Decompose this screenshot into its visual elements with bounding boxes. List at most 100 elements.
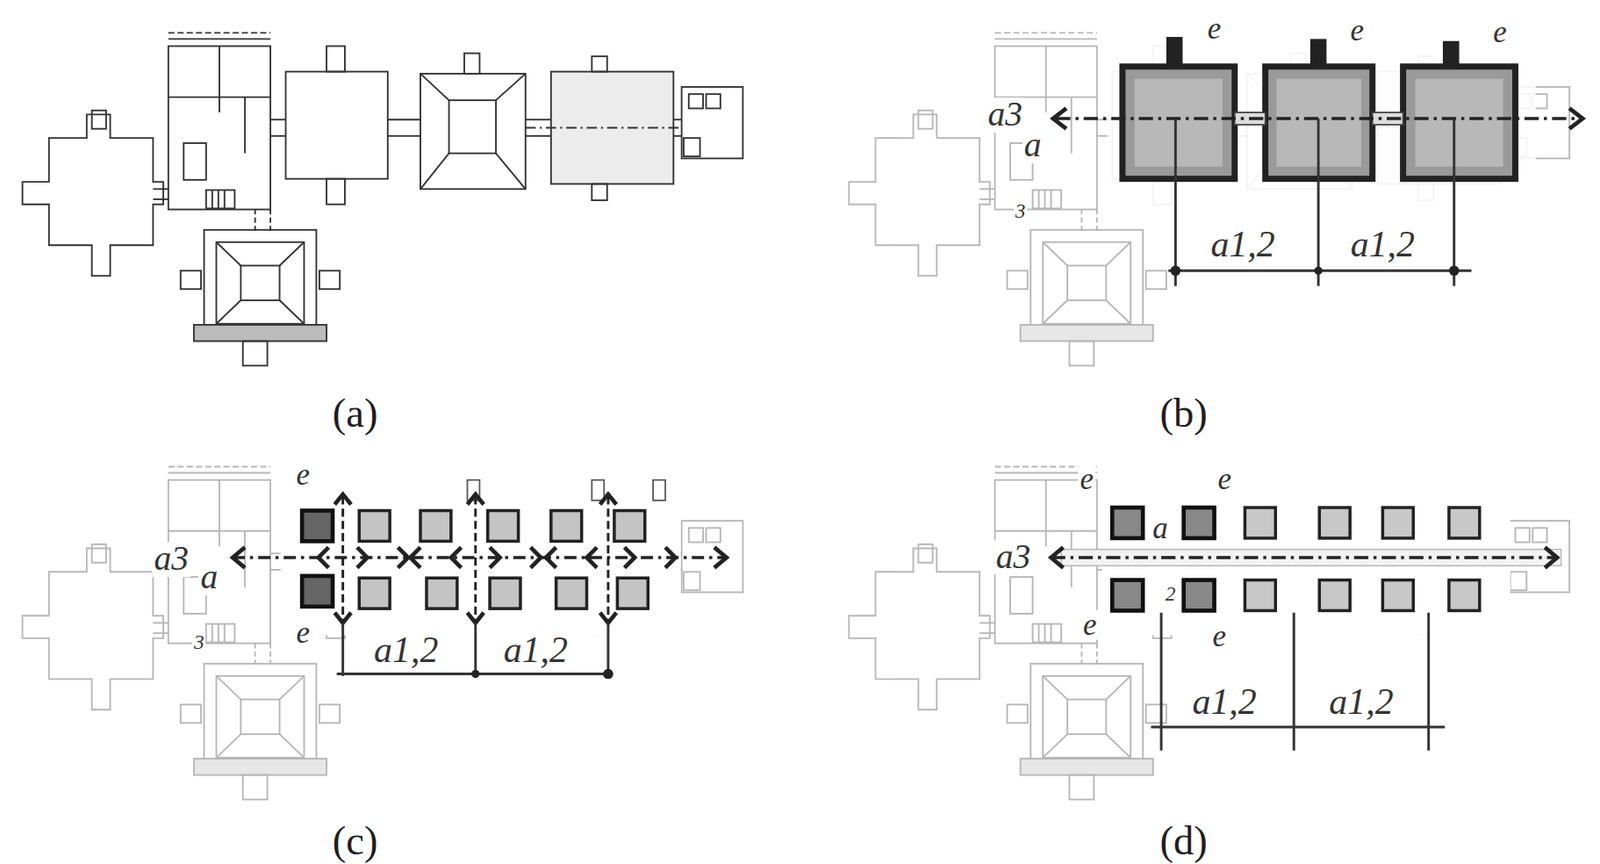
plan-line [473,495,477,621]
plan-a [22,32,744,366]
plan-rect [1319,507,1350,539]
plan-rect [1244,580,1276,611]
plan-polyline [489,546,501,567]
plan-rect [551,510,582,542]
plan-circle [602,668,614,680]
plan-polyline [1053,107,1067,129]
dimension-label: 3 [192,632,207,653]
overlay-d [1051,471,1562,750]
plan-line [1292,612,1296,751]
dimension-label: a1,2 [1348,226,1417,264]
dimension-label: a1,2 [1327,683,1395,721]
plan-g [466,480,666,501]
dimension-label: a1,2 [1191,683,1259,721]
plan-circle [1313,266,1322,275]
plan-g [1168,118,1471,287]
plan-polyline [318,546,330,567]
plan-rect [1310,38,1328,66]
plan-rect [1183,507,1215,539]
plan-line [1174,118,1177,287]
plan-rect [1382,580,1414,611]
dimension-label: e [1205,13,1223,44]
plan-line [1317,118,1321,287]
plan-circle [1449,265,1460,276]
plan-rect [420,510,452,542]
plan-b-faded [848,32,1570,366]
plan-polyline [397,546,409,567]
plan-rect [614,510,646,542]
dimension-label: a3 [985,98,1025,134]
dimension-label: e [1348,14,1366,46]
plan-polyline [1569,107,1583,129]
plan-line [1051,555,1558,559]
plan-rect [652,480,666,501]
dimension-label: e [1077,464,1095,496]
plan-polyline [357,546,368,567]
plan-line [341,622,345,675]
plan-polyline [409,546,421,567]
plan-line [1427,612,1430,751]
plan-circle [1170,265,1182,276]
plan-rect [1449,507,1480,539]
plan-line [606,495,610,621]
plan-c-faded [22,466,744,800]
plan-g [232,494,727,623]
plan-rect [556,577,588,609]
panel-label: (a) [330,393,381,435]
plan-rect [489,577,521,609]
plan-rect [1403,66,1516,180]
plan-rect [1112,507,1143,539]
plan-rect [487,510,519,542]
plan-polyline [665,546,676,567]
plan-line [473,622,477,675]
plan-polyline [1544,546,1557,567]
plan-rect [358,577,390,609]
dimension-label: 3 [1013,200,1028,222]
plan-polyline [232,546,245,567]
plan-rect [1106,41,1536,216]
plan-circle [471,669,480,678]
plan-rect [591,480,604,501]
plan-rect [1244,507,1276,539]
plan-rect [1166,36,1184,67]
overlay-b [1053,36,1583,287]
plan-g [337,622,613,675]
plan-g [358,510,648,610]
plan-rect [1449,580,1480,611]
plan-rect [1415,78,1504,167]
plan-line [341,495,345,621]
plan-rect [426,577,458,609]
plan-rect [1112,580,1143,611]
dimension-label: e [1211,621,1228,653]
plan-line [1160,612,1163,751]
dimension-label: e [294,459,312,490]
plan-g [1150,612,1445,751]
dimension-label: a1,2 [372,631,440,669]
plan-rect [1134,78,1223,167]
plan-g [343,495,609,621]
plan-line [1452,118,1456,287]
plan-polyline [530,546,542,567]
dimension-label: a3 [152,541,192,577]
plan-polyline [1051,546,1064,567]
plan-rect [1382,507,1414,539]
plan-line [1150,725,1445,729]
plan-line [232,555,727,559]
dimension-label: e [1491,17,1508,49]
plan-line [606,622,610,675]
plan-rect [358,510,390,542]
plan-polyline [714,546,727,567]
plan-rect [301,575,333,607]
overlay-c [232,471,727,679]
dimension-label: a [198,559,220,596]
plan-d-faded [848,466,1570,800]
dimension-label: a1,2 [502,631,570,669]
plan-rect [617,577,648,609]
dimension-label: a [1150,513,1170,545]
dimension-label: e [1081,609,1098,640]
plan-polyline [587,546,598,567]
dimension-label: a [1022,128,1044,164]
plan-rect [1442,41,1460,67]
panel-label: (b) [1158,393,1210,435]
